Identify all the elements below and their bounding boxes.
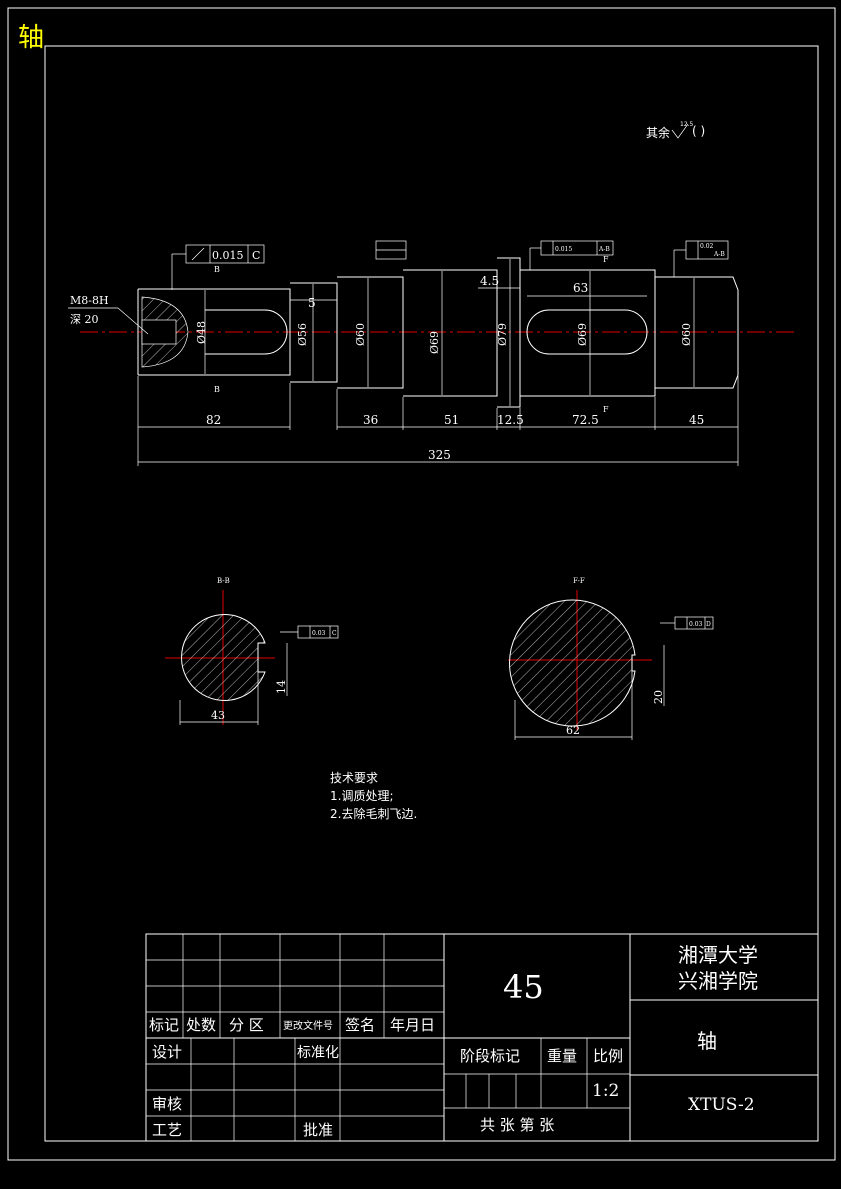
header-date: 年月日 bbox=[390, 1016, 435, 1034]
seg-dim-6: 45 bbox=[689, 413, 704, 427]
header-mark: 标记 bbox=[149, 1016, 179, 1034]
svg-text:0.03: 0.03 bbox=[689, 621, 703, 628]
section-mark-f-top: F bbox=[603, 255, 609, 264]
section-mark-f-bottom: F bbox=[603, 405, 609, 414]
overall-dim: 325 bbox=[428, 448, 451, 462]
scale-label: 比例 bbox=[593, 1047, 623, 1065]
header-sign: 签名 bbox=[345, 1016, 375, 1034]
dia-label-5: Ø79 bbox=[496, 323, 509, 346]
seg-dim-5: 72.5 bbox=[572, 413, 599, 427]
dia-label-2: Ø56 bbox=[296, 323, 309, 346]
seg-dim-1: 82 bbox=[206, 413, 221, 427]
section-mark-b-top: B bbox=[214, 265, 220, 274]
shaft-segment-2 bbox=[290, 282, 338, 383]
section-mark-b-bottom: B bbox=[214, 385, 220, 394]
seg-dim-2: 36 bbox=[363, 413, 378, 427]
thread-note: M8-8H bbox=[70, 294, 109, 307]
shaft-segment-7 bbox=[655, 276, 739, 389]
surface-note-value: 12.5 bbox=[680, 121, 694, 128]
keyway-2 bbox=[526, 309, 648, 355]
standardize-label: 标准化 bbox=[297, 1045, 339, 1061]
notes-item-2: 2.去除毛刺飞边. bbox=[330, 806, 417, 821]
school-line-2: 兴湘学院 bbox=[678, 969, 758, 993]
tolerance-frame-1: 0.015 C bbox=[171, 244, 265, 290]
design-label: 设计 bbox=[152, 1043, 182, 1061]
segment-dimensions: 82 36 51 12.5 72.5 45 325 bbox=[137, 376, 739, 466]
svg-text:0.03: 0.03 bbox=[312, 630, 326, 637]
school-line-1: 湘潭大学 bbox=[678, 943, 758, 967]
roughness-symbol-icon bbox=[671, 123, 689, 139]
svg-text:F-F: F-F bbox=[573, 577, 585, 585]
drawing-number: XTUS-2 bbox=[688, 1095, 755, 1115]
section-view-f: F-F 62 20 0.03 D bbox=[508, 577, 714, 740]
technical-notes: 技术要求 1.调质处理; 2.去除毛刺飞边. bbox=[330, 771, 417, 821]
surface-note-paren: ( ) bbox=[692, 124, 705, 138]
svg-text:0.02: 0.02 bbox=[700, 243, 714, 250]
dim-4-5: 4.5 bbox=[480, 274, 499, 288]
seg-dim-4: 12.5 bbox=[497, 413, 524, 427]
keyway-1 bbox=[205, 309, 288, 355]
outer-border bbox=[7, 7, 836, 1161]
sheets-label: 共 张 第 张 bbox=[480, 1116, 554, 1134]
scale-value: 1:2 bbox=[592, 1081, 619, 1101]
shaft-main-view: Ø48 Ø56 Ø60 Ø69 Ø79 Ø69 Ø60 M8-8H 深 20 0… bbox=[68, 240, 795, 466]
shaft-collar bbox=[497, 257, 521, 408]
dia-label-1: Ø48 bbox=[195, 321, 208, 344]
svg-text:0.015: 0.015 bbox=[555, 246, 572, 253]
svg-text:43: 43 bbox=[211, 709, 225, 722]
svg-text:D: D bbox=[706, 621, 711, 628]
notes-item-1: 1.调质处理; bbox=[330, 789, 394, 803]
dim-5: 5 bbox=[308, 296, 316, 310]
notes-title: 技术要求 bbox=[330, 771, 378, 785]
title-block: 45 湘潭大学 兴湘学院 轴 XTUS-2 标记 处数 分 区 更改文件号 签名… bbox=[145, 933, 819, 1142]
tapped-hole bbox=[141, 319, 177, 345]
dia-label-4: Ø69 bbox=[428, 331, 441, 354]
svg-text:0.015: 0.015 bbox=[212, 249, 244, 262]
part-name: 轴 bbox=[697, 1029, 717, 1053]
svg-text:B-B: B-B bbox=[217, 577, 230, 585]
header-change-doc: 更改文件号 bbox=[283, 1019, 333, 1032]
header-count: 处数 bbox=[186, 1016, 216, 1034]
svg-text:A-B: A-B bbox=[598, 246, 610, 253]
svg-text:C: C bbox=[252, 249, 260, 262]
dim-63: 63 bbox=[573, 281, 588, 295]
dia-label-6: Ø69 bbox=[576, 323, 589, 346]
svg-text:20: 20 bbox=[652, 690, 665, 704]
svg-text:14: 14 bbox=[275, 680, 288, 694]
section-view-b: B-B 43 14 0.03 C bbox=[165, 577, 339, 725]
shaft-segment-6 bbox=[520, 269, 656, 397]
dia-label-7: Ø60 bbox=[680, 323, 693, 346]
process-label: 工艺 bbox=[152, 1121, 182, 1139]
header-zone: 分 区 bbox=[229, 1016, 264, 1034]
svg-text:C: C bbox=[332, 630, 337, 637]
corner-label: 轴 bbox=[18, 23, 44, 53]
tolerance-frame-2: 0.015 A-B bbox=[529, 240, 614, 270]
svg-text:62: 62 bbox=[566, 724, 580, 737]
shaft-segment-3 bbox=[337, 276, 404, 389]
seg-dim-3: 51 bbox=[444, 413, 459, 427]
svg-text:A-B: A-B bbox=[713, 251, 725, 258]
surface-note-text: 其余 bbox=[646, 125, 670, 140]
material-value: 45 bbox=[503, 968, 544, 1006]
approve-label: 批准 bbox=[303, 1121, 333, 1139]
stage-mark-label: 阶段标记 bbox=[460, 1047, 520, 1065]
dia-label-3: Ø60 bbox=[354, 323, 367, 346]
runout-icon bbox=[191, 247, 205, 261]
tolerance-frame-3: 0.02 A-B bbox=[673, 240, 729, 277]
shaft-segment-1 bbox=[137, 288, 291, 376]
depth-note: 深 20 bbox=[70, 313, 99, 326]
review-label: 审核 bbox=[152, 1095, 182, 1113]
surface-finish-note: 其余 12.5 ( ) bbox=[646, 121, 705, 140]
shaft-segment-4 bbox=[403, 269, 498, 397]
weight-label: 重量 bbox=[547, 1047, 577, 1065]
